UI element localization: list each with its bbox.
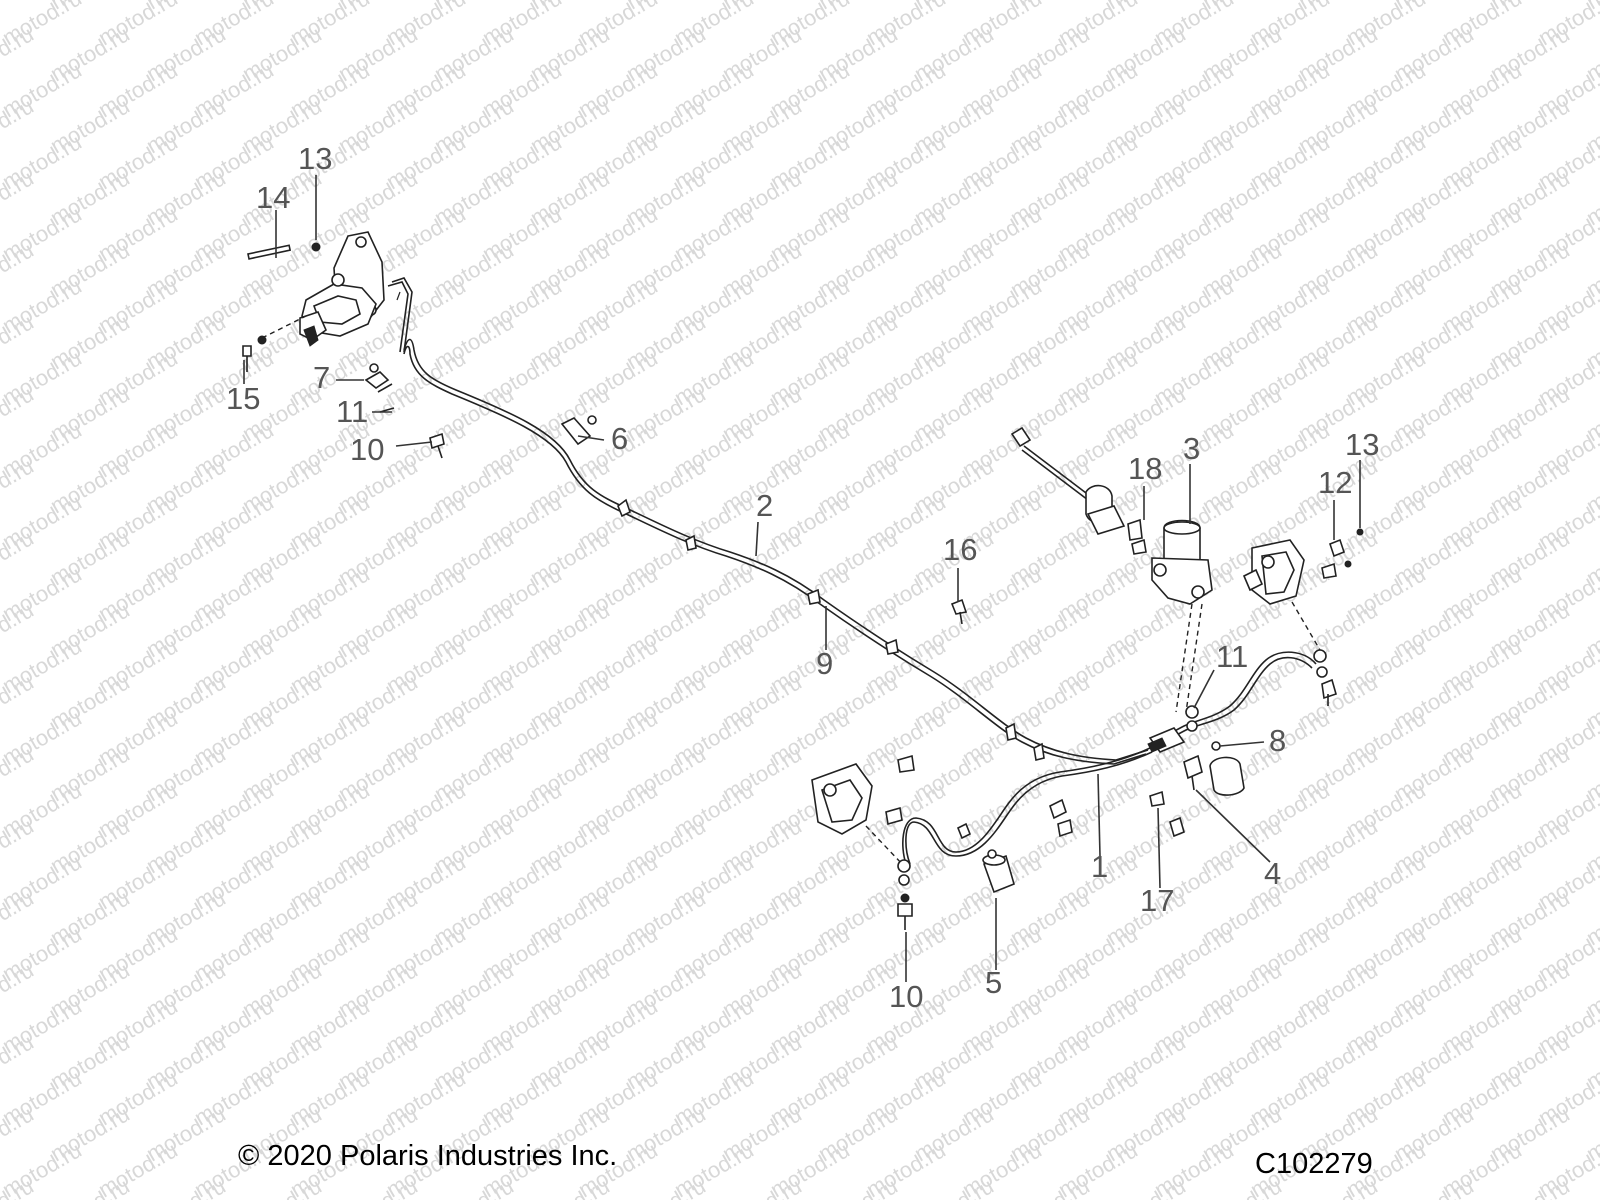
callout-c7: 7 bbox=[313, 360, 330, 395]
watermark-text: motod.ru bbox=[526, 1173, 614, 1200]
callout-c16: 16 bbox=[943, 532, 977, 567]
watermark-text: motod.ru bbox=[1006, 1173, 1094, 1200]
callout-c1: 1 bbox=[1091, 849, 1108, 884]
callout-c8: 8 bbox=[1269, 723, 1286, 758]
watermark-text: motod.ru bbox=[1102, 1173, 1190, 1200]
callout-c10-bottom: 10 bbox=[889, 979, 923, 1014]
watermark-text: motod.ru bbox=[622, 1173, 710, 1200]
watermark-text: motod.ru bbox=[1390, 1173, 1478, 1200]
callout-c18: 18 bbox=[1128, 451, 1162, 486]
callout-c15: 15 bbox=[226, 381, 260, 416]
watermark-text: motod.ru bbox=[430, 1173, 518, 1200]
callout-c12: 12 bbox=[1318, 465, 1352, 500]
callout-c11-left: 11 bbox=[336, 394, 368, 429]
callout-c5: 5 bbox=[985, 965, 1002, 1000]
callout-c4: 4 bbox=[1264, 856, 1281, 891]
watermark-text: motod.ru bbox=[334, 1173, 422, 1200]
callout-c17: 17 bbox=[1140, 883, 1174, 918]
callout-c13-left: 13 bbox=[298, 141, 332, 176]
watermark-text: motod.ru bbox=[142, 1173, 230, 1200]
watermark-text: motod.ru bbox=[814, 1173, 902, 1200]
watermark-text: motod.ru bbox=[46, 1173, 134, 1200]
watermark-text: motod.ru bbox=[238, 1173, 326, 1200]
callout-c10-top: 10 bbox=[350, 432, 384, 467]
callout-c14: 14 bbox=[256, 180, 290, 215]
copyright-notice: © 2020 Polaris Industries Inc. bbox=[238, 1140, 618, 1172]
callout-c6: 6 bbox=[611, 421, 628, 456]
callout-c11-right: 11 bbox=[1216, 639, 1248, 674]
callout-c13-right: 13 bbox=[1345, 427, 1379, 462]
watermark-text: motod.ru bbox=[1486, 1173, 1574, 1200]
callout-c3: 3 bbox=[1183, 431, 1200, 466]
callout-c9: 9 bbox=[816, 646, 833, 681]
watermark-text: motod.ru bbox=[718, 1173, 806, 1200]
drawing-number: C102279 bbox=[1255, 1148, 1373, 1180]
watermark-text: motod.ru bbox=[910, 1173, 998, 1200]
callout-c2: 2 bbox=[756, 488, 773, 523]
